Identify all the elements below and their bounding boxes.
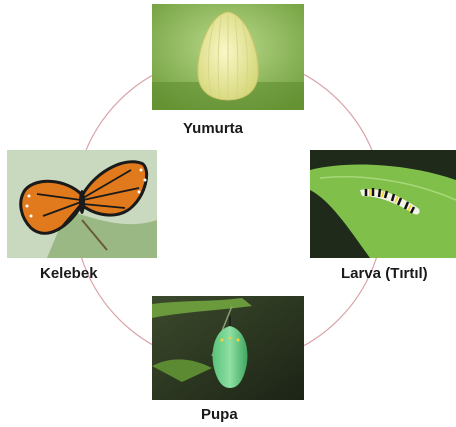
- caterpillar-photo: [310, 150, 456, 258]
- stage-label-egg: Yumurta: [183, 120, 243, 137]
- stage-label-pupa: Pupa: [201, 406, 238, 423]
- stage-label-butterfly: Kelebek: [40, 265, 98, 282]
- stage-label-larva: Larva (Tırtıl): [341, 265, 428, 282]
- egg-photo: [152, 4, 304, 110]
- chrysalis-photo: [152, 296, 304, 400]
- butterfly-photo: [7, 150, 157, 258]
